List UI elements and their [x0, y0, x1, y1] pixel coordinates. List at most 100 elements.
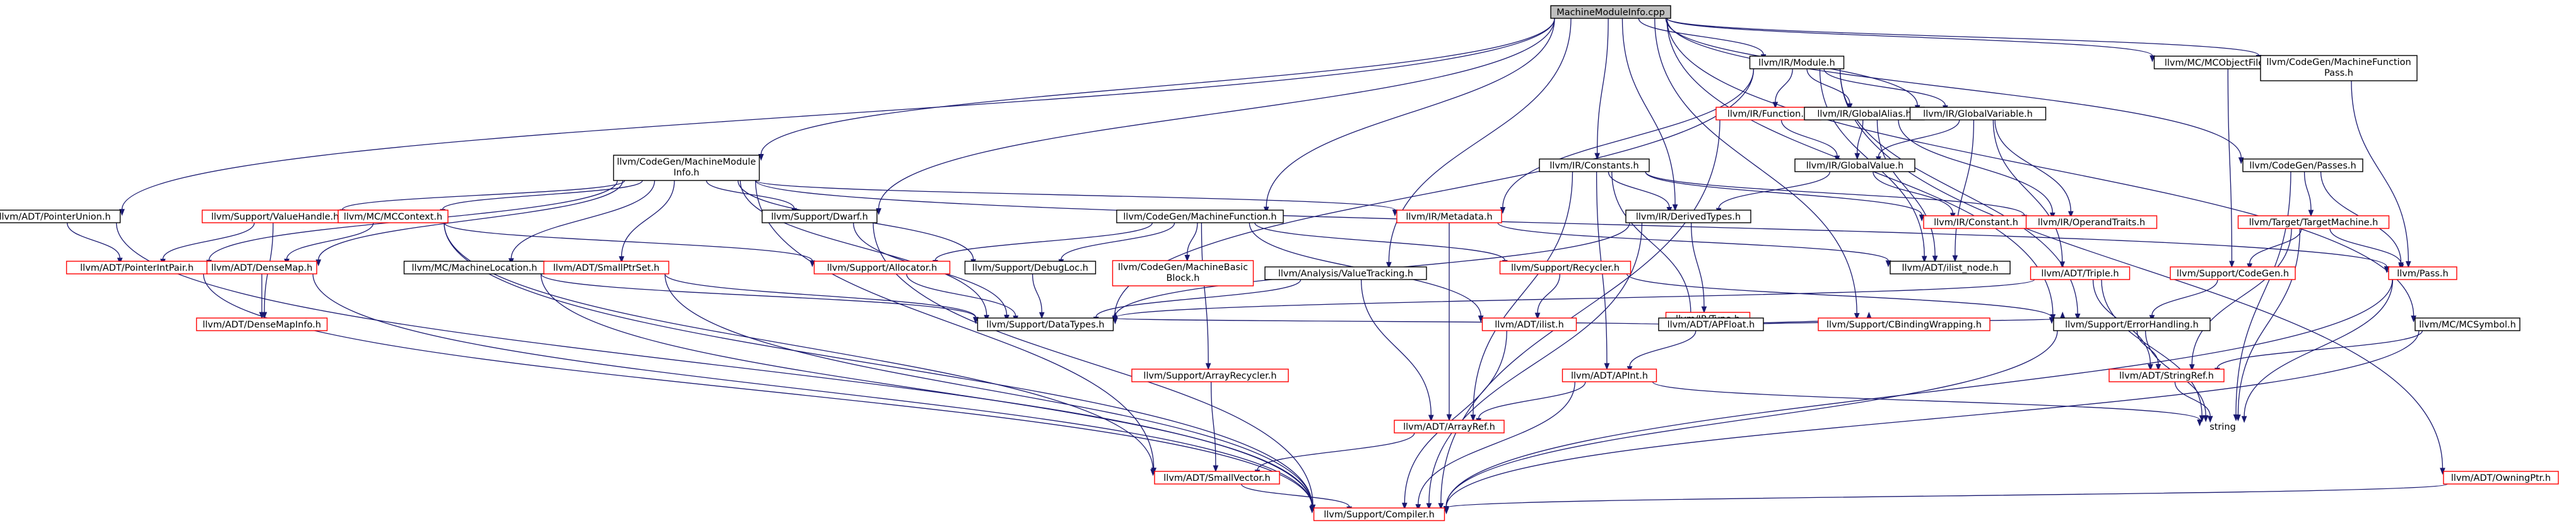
node-globalvalue[interactable]: llvm/IR/GlobalValue.h: [1794, 158, 1915, 172]
arrow-head: [259, 312, 265, 319]
arrow-head: [1701, 306, 1707, 314]
node-mccontext[interactable]: llvm/MC/MCContext.h: [338, 209, 449, 223]
edge-line: [1061, 222, 1175, 260]
edge-metadata-to-arrayref: [1446, 223, 1452, 422]
node-mcsymbol[interactable]: llvm/MC/MCSymbol.h: [2414, 317, 2520, 331]
arrow-head: [1446, 414, 1452, 422]
node-arrayrecycler[interactable]: llvm/Support/ArrayRecycler.h: [1131, 369, 1289, 382]
node-allocator[interactable]: llvm/Support/Allocator.h: [813, 261, 951, 274]
edge-allocator-to-datatypes: [906, 273, 1019, 323]
node-valuehandle[interactable]: llvm/Support/ValueHandle.h: [201, 209, 349, 223]
arrow-head: [2207, 416, 2213, 423]
node-metadata[interactable]: llvm/IR/Metadata.h: [1396, 209, 1502, 223]
arrow-head: [1885, 260, 1891, 268]
node-box: [2414, 317, 2520, 331]
node-compiler[interactable]: llvm/Support/Compiler.h: [1313, 507, 1445, 521]
node-label: llvm/ADT/PointerIntPair.h: [80, 263, 194, 273]
node-label: llvm/ADT/Triple.h: [2041, 269, 2119, 279]
node-recycler[interactable]: llvm/Support/Recycler.h: [1499, 261, 1632, 274]
node-apint[interactable]: llvm/ADT/APInt.h: [1561, 369, 1657, 382]
node-box: [964, 261, 1097, 274]
node-box: [1396, 209, 1502, 223]
edge-mmi-to-mcmachineloc: [508, 180, 656, 266]
node-cgpasses[interactable]: llvm/CodeGen/Passes.h: [2242, 158, 2363, 172]
node-owningptr[interactable]: llvm/ADT/OwningPtr.h: [2443, 471, 2559, 485]
node-mmi[interactable]: llvm/CodeGen/MachineModuleInfo.h: [613, 155, 760, 181]
arrow-head: [1038, 312, 1045, 319]
node-cbinding[interactable]: llvm/Support/CBindingWrapping.h: [1818, 317, 1991, 331]
node-box: [1264, 266, 1427, 280]
edge-debugloc-to-datatypes: [1032, 273, 1045, 319]
arrow-head: [2203, 415, 2209, 423]
node-operandtraits[interactable]: llvm/IR/OperandTraits.h: [2025, 215, 2158, 229]
edge-line: [1638, 18, 1764, 55]
node-globalvariable[interactable]: llvm/IR/GlobalVariable.h: [1909, 107, 2047, 121]
node-errorhandling[interactable]: llvm/Support/ErrorHandling.h: [2053, 317, 2211, 331]
edge-targetmachine-to-string: [2235, 228, 2301, 422]
edge-pass-to-string: [2241, 279, 2394, 423]
node-densemapinfo[interactable]: llvm/ADT/DenseMapInfo.h: [196, 317, 328, 331]
node-arrayref[interactable]: llvm/ADT/ArrayRef.h: [1394, 420, 1505, 434]
node-constants[interactable]: llvm/IR/Constants.h: [1539, 158, 1650, 172]
node-cgsupport[interactable]: llvm/Support/CodeGen.h: [2170, 266, 2296, 280]
arrow-head: [2059, 261, 2066, 269]
node-machinefunction[interactable]: llvm/CodeGen/MachineFunction.h: [1116, 209, 1284, 223]
node-triple[interactable]: llvm/ADT/Triple.h: [2030, 266, 2131, 280]
node-box: [2242, 158, 2363, 172]
edge-line: [286, 222, 374, 259]
node-module[interactable]: llvm/IR/Module.h: [1749, 56, 1845, 69]
node-derivedtypes[interactable]: llvm/IR/DerivedTypes.h: [1625, 209, 1751, 223]
node-pass[interactable]: llvm/Pass.h: [2388, 266, 2457, 280]
edge-line: [1418, 381, 1575, 505]
edge-line: [1404, 330, 1507, 504]
edge-mmi-to-pass: [755, 180, 2390, 273]
arrow-head: [1112, 317, 1118, 324]
edge-line: [1780, 119, 1838, 156]
node-globalalias[interactable]: llvm/IR/GlobalAlias.h: [1804, 107, 1925, 121]
node-valuetracking[interactable]: llvm/Analysis/ValueTracking.h: [1264, 266, 1427, 280]
node-label: llvm/ADT/ilist.h: [1495, 320, 1564, 330]
edge-line: [121, 18, 1555, 209]
edge-line: [1537, 273, 1561, 314]
node-dwarf[interactable]: llvm/Support/Dwarf.h: [762, 209, 878, 223]
node-ilist[interactable]: llvm/ADT/ilist.h: [1481, 317, 1577, 331]
edge-line: [1775, 68, 1793, 103]
node-label: llvm/IR/GlobalValue.h: [1806, 161, 1904, 171]
node-datatypes[interactable]: llvm/Support/DataTypes.h: [977, 317, 1114, 331]
arrow-head: [1772, 102, 1779, 109]
node-label: llvm/ADT/APInt.h: [1571, 371, 1648, 381]
edge-line: [906, 273, 1016, 316]
arrow-head: [1604, 363, 1610, 370]
node-pointerintpair[interactable]: llvm/ADT/PointerIntPair.h: [66, 261, 208, 274]
node-stringref[interactable]: llvm/ADT/StringRef.h: [2108, 369, 2225, 382]
node-pointerunion[interactable]: llvm/ADT/PointerUnion.h: [0, 209, 121, 223]
edge-line: [873, 222, 1314, 505]
node-irconstant[interactable]: llvm/IR/Constant.h: [1923, 215, 2029, 229]
edge-line: [2249, 228, 2302, 264]
edge-mmi-to-datatypes: [739, 180, 990, 322]
edge-line: [1187, 222, 1198, 256]
edge-line: [1201, 222, 1209, 364]
edge-line: [66, 222, 121, 259]
node-function[interactable]: llvm/IR/Function.h: [1715, 107, 1821, 121]
node-debugloc[interactable]: llvm/Support/DebugLoc.h: [964, 261, 1097, 274]
node-densemap[interactable]: llvm/ADT/DenseMap.h: [206, 261, 317, 274]
node-apfloat[interactable]: llvm/ADT/APFloat.h: [1658, 317, 1764, 331]
edge-apint-to-arrayref: [1476, 381, 1586, 425]
arrow-head: [1213, 465, 1219, 473]
node-smallptrset[interactable]: llvm/ADT/SmallPtrSet.h: [543, 261, 669, 274]
edge-root-to-mcobjfileinfo: [1666, 18, 2155, 62]
node-targetmachine[interactable]: llvm/Target/TargetMachine.h: [2237, 215, 2390, 229]
node-label: llvm/ADT/ArrayRef.h: [1403, 422, 1495, 432]
edge-line: [1898, 119, 2053, 213]
node-label: llvm/Support/Allocator.h: [827, 263, 938, 273]
node-mcmachineloc[interactable]: llvm/MC/MachineLocation.h: [403, 261, 546, 274]
node-ilist_node[interactable]: llvm/ADT/ilist_node.h: [1890, 261, 2011, 274]
node-label: llvm/IR/OperandTraits.h: [2038, 218, 2145, 228]
node-smallvector[interactable]: llvm/ADT/SmallVector.h: [1154, 471, 1280, 485]
edge-line: [1211, 381, 1216, 466]
arrow-head: [1866, 312, 1872, 319]
